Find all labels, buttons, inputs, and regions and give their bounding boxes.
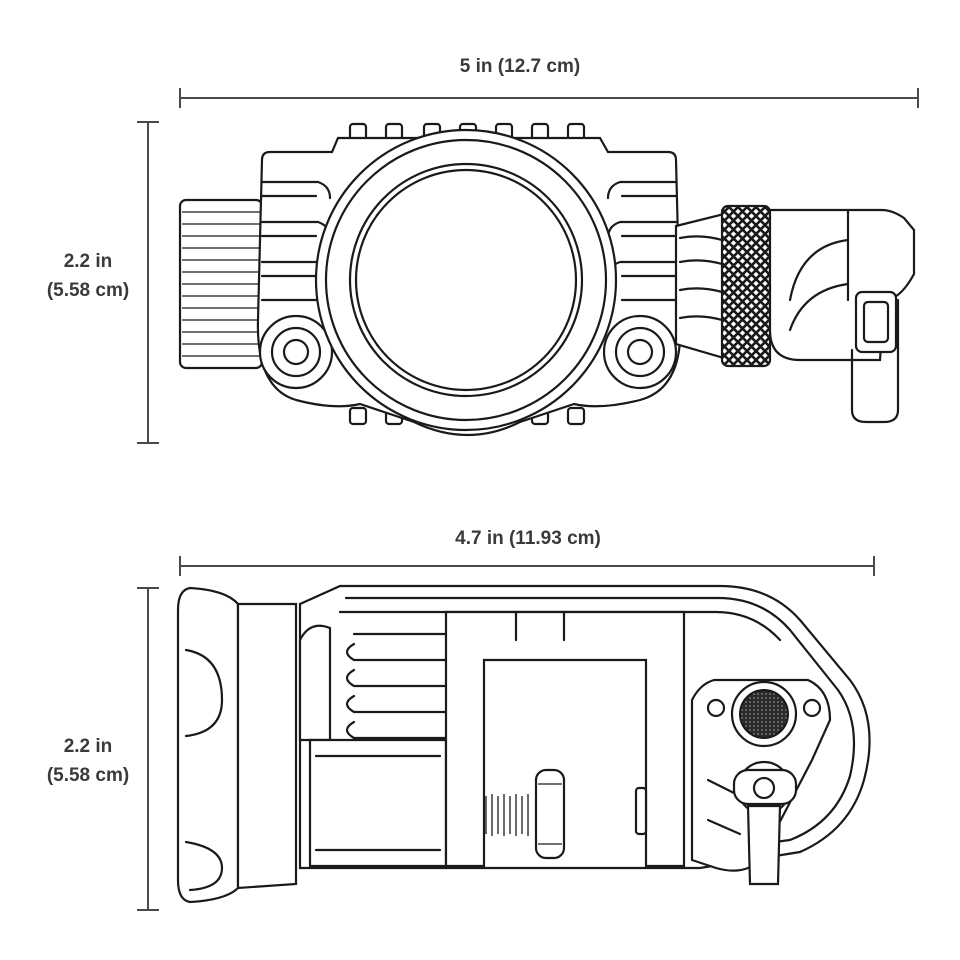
side-tab [634,786,648,836]
side-height-label-line1: 2.2 in [64,736,113,757]
left-screw-boss [258,314,334,390]
side-width-label: 4.7 in (11.93 cm) [455,528,601,549]
top-height-label-line1: 2.2 in [64,251,113,272]
top-height-dimension: 2.2 in (5.58 cm) [47,121,159,444]
connector-mesh [739,689,789,739]
clamp-screw [485,768,566,860]
rubber-eyecup [176,586,298,904]
knurled-focus-ring [674,204,772,368]
top-width-dimension: 5 in (12.7 cm) [179,56,919,108]
side-view: 4.7 in (11.93 cm) 2.2 in (5.58 cm) [47,528,875,911]
lower-housing [308,738,448,868]
side-height-dimension: 2.2 in (5.58 cm) [47,587,159,911]
left-adjustment-wheel [178,198,264,370]
bail-latch [732,760,798,886]
side-connector-housing [768,208,916,424]
c-clamp [444,610,686,868]
top-view: 5 in (12.7 cm) 2.2 in (5.58 cm) [47,56,919,444]
eyepiece-lens [314,128,618,432]
right-screw-boss [602,314,678,390]
side-cooling-fins [298,624,448,742]
top-width-label: 5 in (12.7 cm) [460,56,580,77]
top-height-label-line2: (5.58 cm) [47,280,129,301]
side-height-label-line2: (5.58 cm) [47,765,129,786]
side-width-dimension: 4.7 in (11.93 cm) [179,528,875,576]
